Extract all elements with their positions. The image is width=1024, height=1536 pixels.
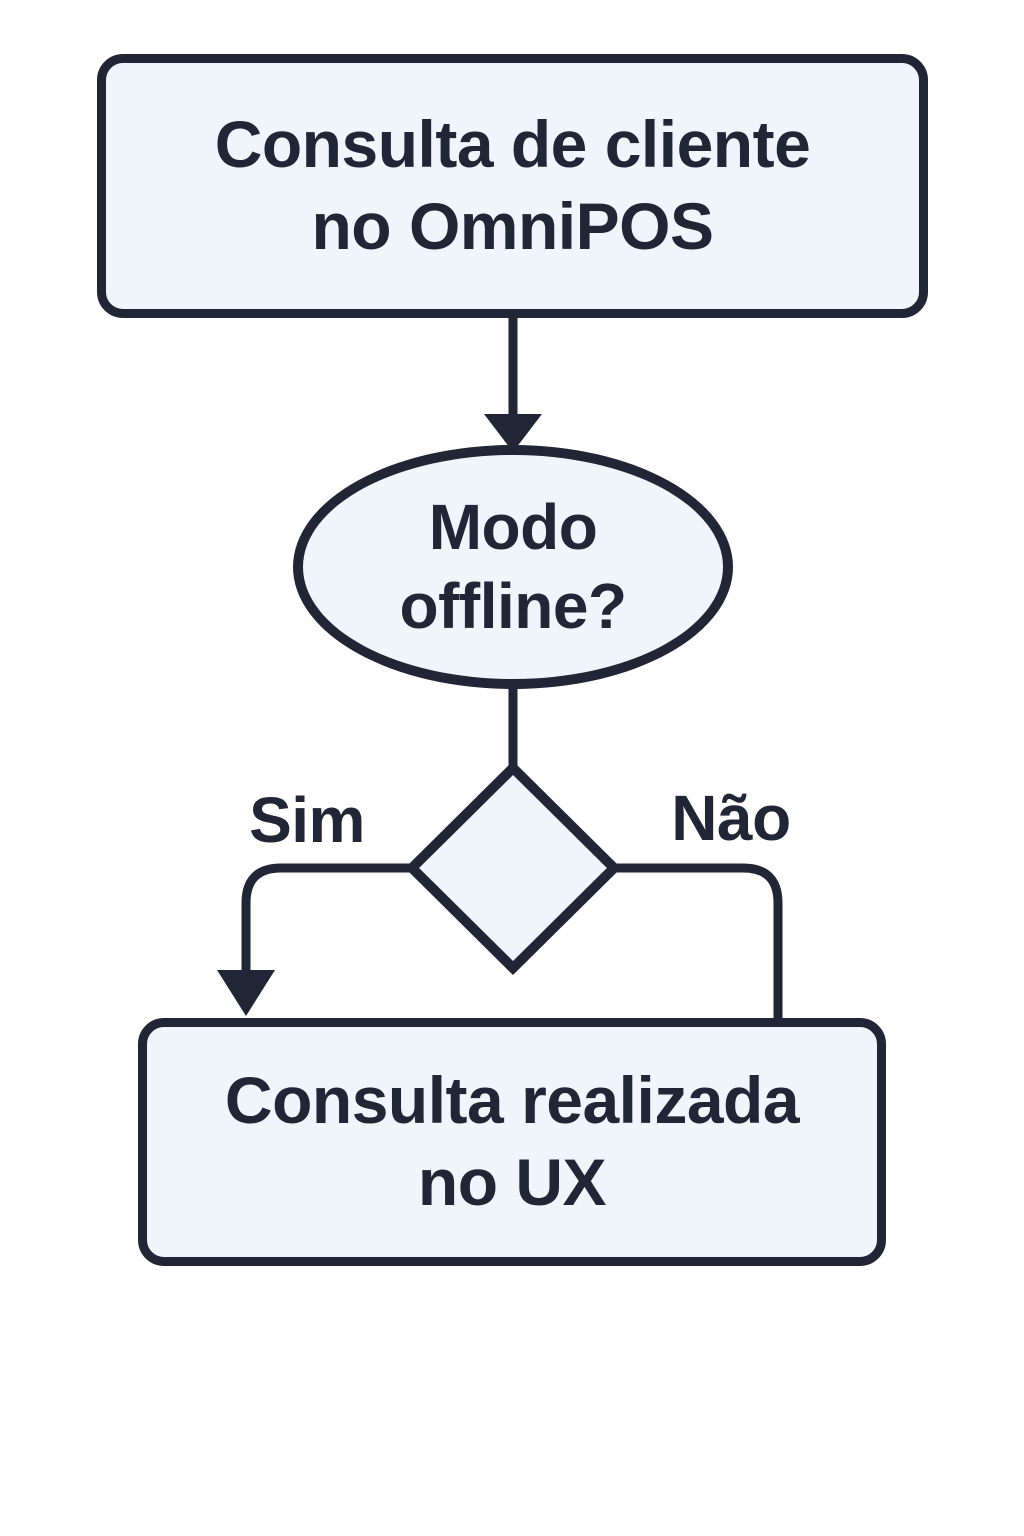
node-end-text-line2: no UX	[417, 1145, 607, 1219]
node-decision-text-line2: offline?	[399, 570, 627, 642]
label-no: Não	[671, 782, 791, 854]
label-yes: Sim	[249, 784, 365, 856]
arrowhead-into-end	[217, 970, 275, 1016]
node-start-text-line1: Consulta de cliente	[214, 107, 811, 182]
node-start-text-line2: no OmniPOS	[311, 189, 714, 263]
edge-no-branch	[614, 863, 783, 1018]
arrowhead-into-decision	[484, 414, 542, 452]
node-start: Consulta de cliente no OmniPOS	[97, 54, 928, 318]
node-decision: Modo offline?	[293, 445, 733, 689]
node-decision-text-line1: Modo	[428, 490, 598, 563]
branch-diamond	[404, 760, 622, 976]
node-end-text-line1: Consulta realizada	[224, 1063, 800, 1138]
node-end: Consulta realizada no UX	[138, 1018, 886, 1266]
edge-yes-branch	[241, 863, 412, 974]
